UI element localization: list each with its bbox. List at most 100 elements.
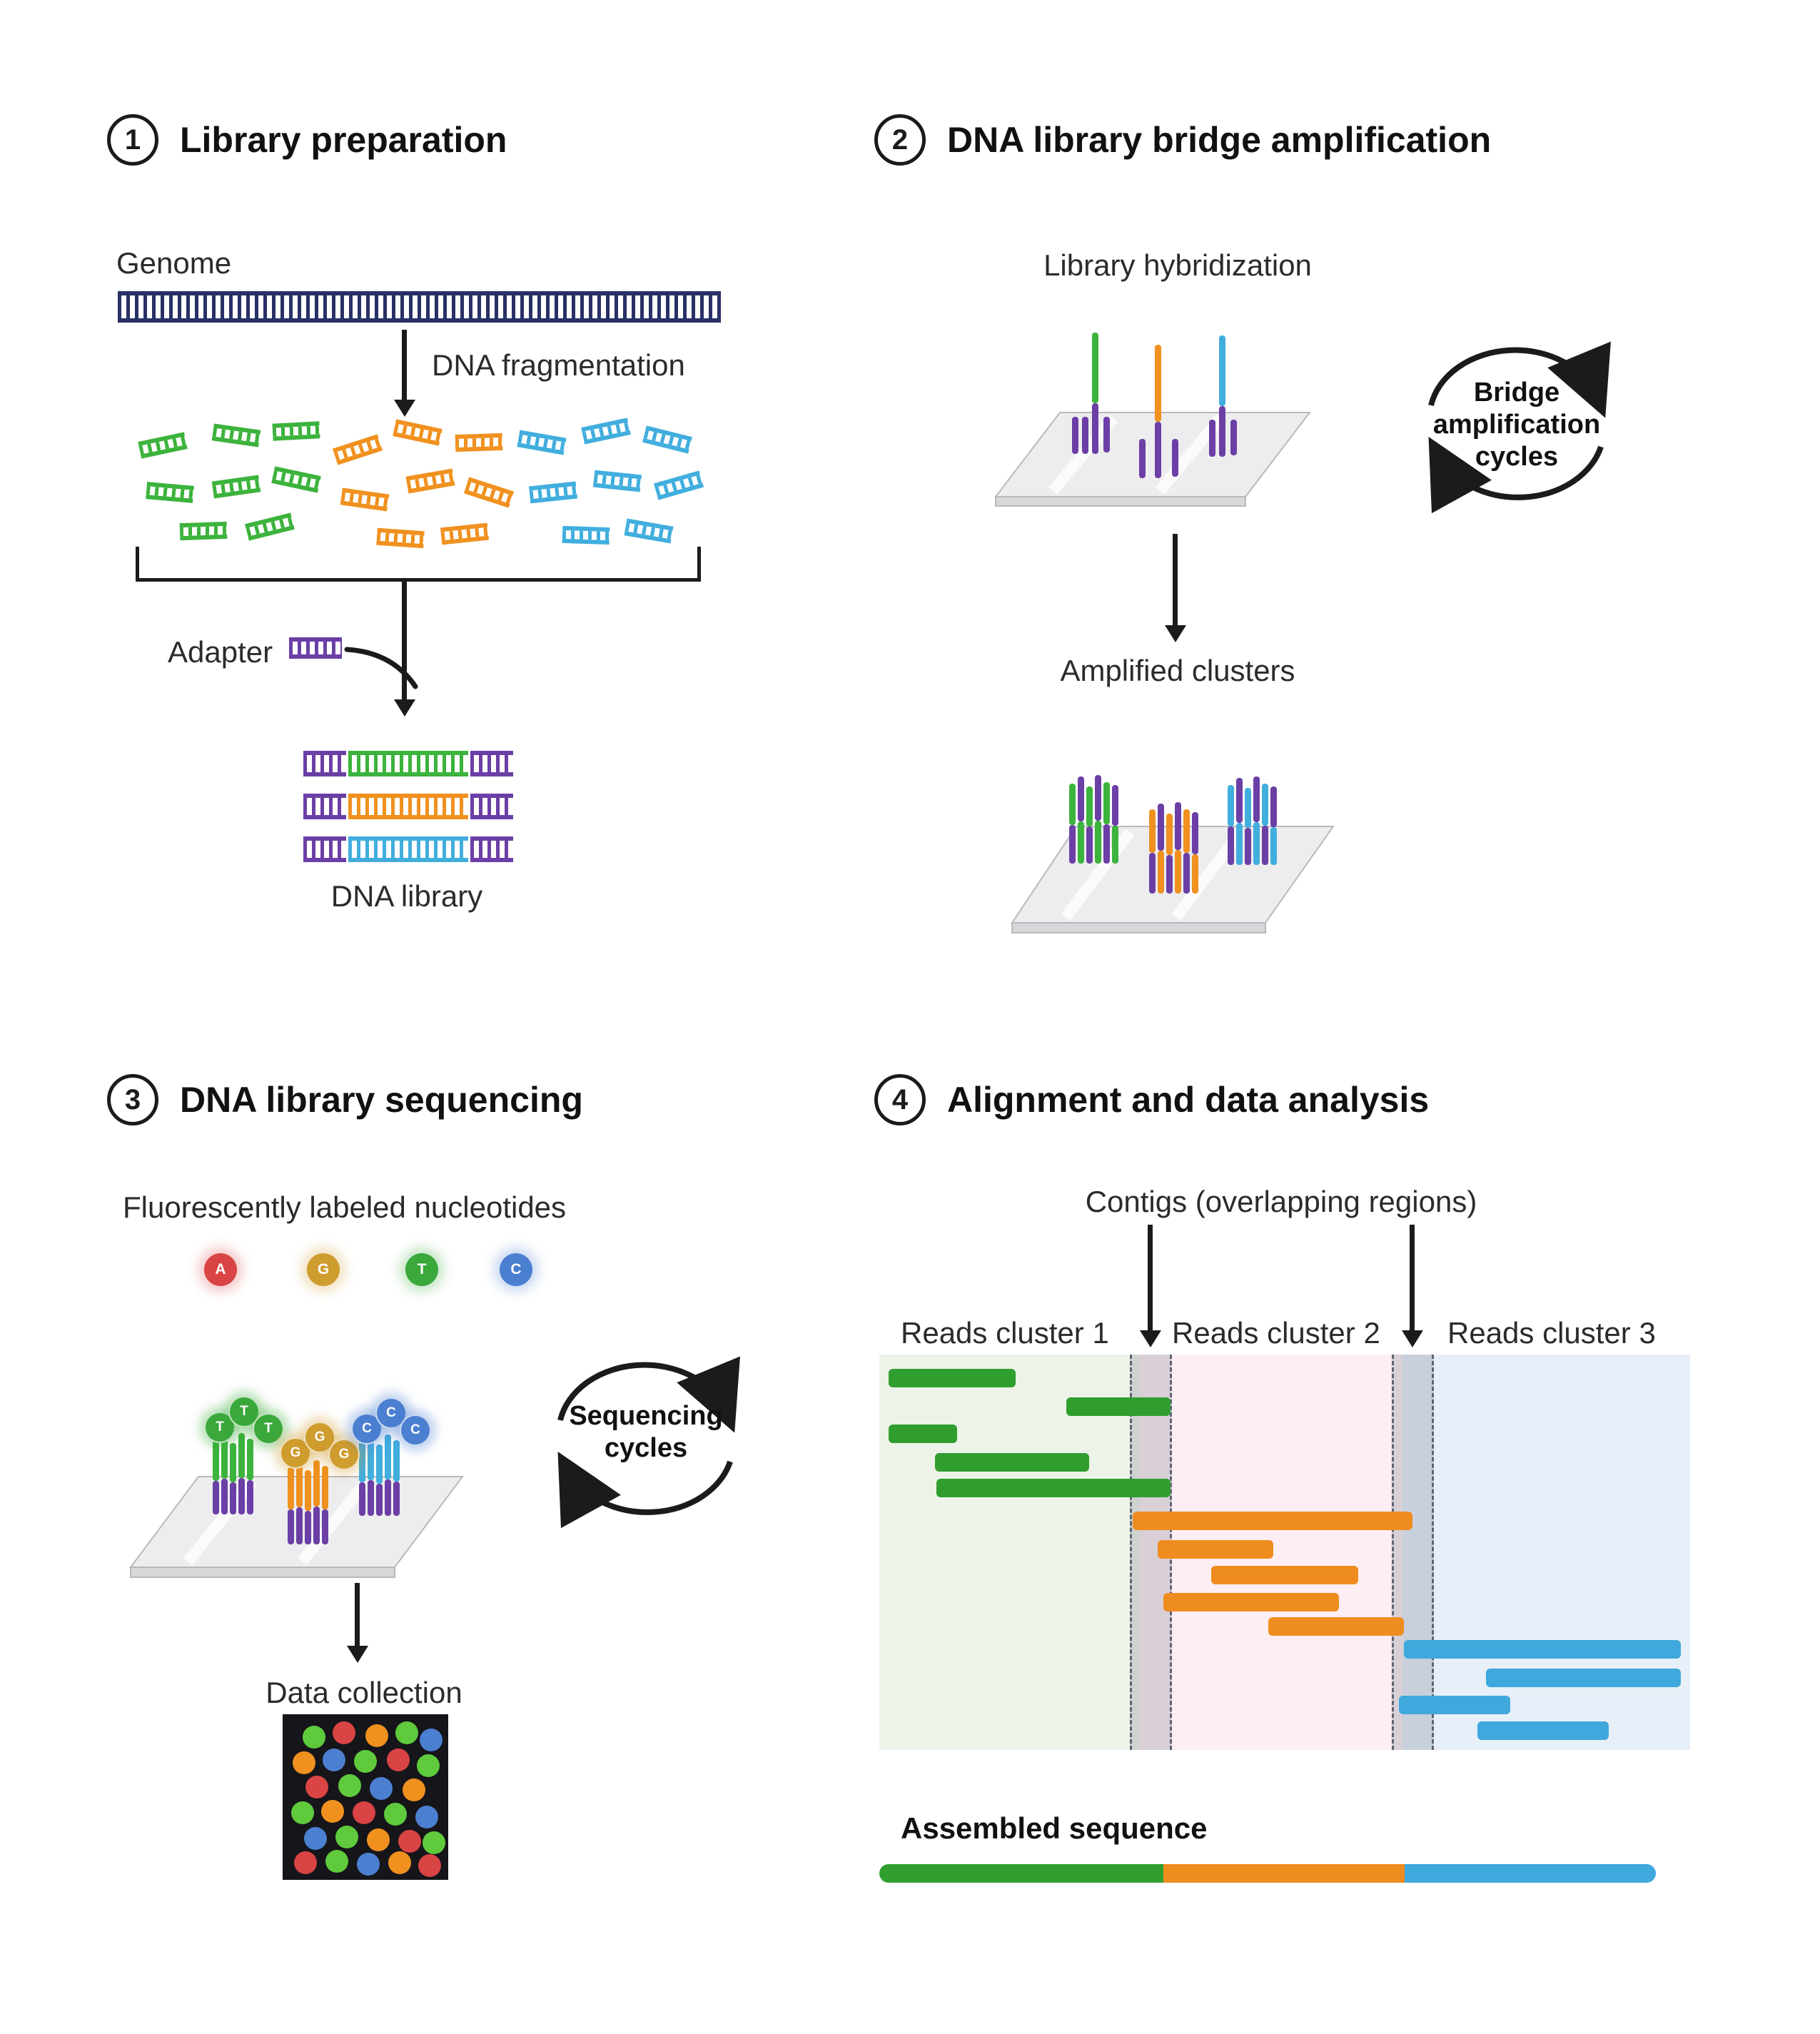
fluorescence-dot xyxy=(333,1721,355,1744)
alignment-plot xyxy=(879,1355,1690,1750)
cluster-region-1 xyxy=(879,1355,1138,1750)
fluorescence-dot xyxy=(423,1831,445,1854)
dna-fragment xyxy=(179,521,228,541)
read-bar xyxy=(1163,1593,1339,1611)
fluorescence-dot xyxy=(294,1851,317,1874)
adapter-segment xyxy=(470,836,513,862)
fluorescence-dot xyxy=(370,1777,393,1800)
fluorescence-dot xyxy=(323,1749,345,1771)
assembled-segment xyxy=(1405,1864,1656,1883)
fluorescence-dot xyxy=(417,1754,440,1777)
fluorescence-dot xyxy=(388,1851,411,1874)
read-bar xyxy=(889,1425,957,1443)
fluorescence-dot xyxy=(418,1854,441,1877)
read-bar xyxy=(1133,1512,1412,1530)
contigs-label: Contigs (overlapping regions) xyxy=(1085,1185,1477,1218)
read-bar xyxy=(1486,1669,1681,1687)
assembled-segment xyxy=(1163,1864,1405,1883)
dna-fragment xyxy=(653,470,704,500)
dna-fragment xyxy=(405,468,455,494)
flow-cell-hybridization xyxy=(994,333,1312,507)
dna-fragment xyxy=(393,419,443,446)
fluorescence-dot xyxy=(321,1800,344,1823)
sequencing-cycle-arrows-icon xyxy=(557,1356,740,1529)
fluorescence-dot xyxy=(398,1830,421,1853)
fluorescence-dot xyxy=(420,1729,443,1751)
flow-cell-amplified-clusters xyxy=(1011,775,1335,933)
panel4-title: Alignment and data analysis xyxy=(947,1080,1430,1120)
insert-segment xyxy=(348,794,468,819)
read-bar xyxy=(936,1479,1171,1497)
dna-fragment xyxy=(332,434,383,465)
dna-library-bar xyxy=(303,751,513,776)
dna-fragment xyxy=(528,481,578,504)
read-bar xyxy=(1211,1566,1358,1584)
adapter-segment xyxy=(470,794,513,819)
adapter-label: Adapter xyxy=(168,635,273,669)
adapter-segment xyxy=(470,751,513,776)
read-bar xyxy=(935,1453,1089,1472)
assembled-sequence-label: Assembled sequence xyxy=(901,1811,1208,1845)
incorporated-c-icon: C xyxy=(400,1415,431,1446)
fluorescence-dot xyxy=(304,1827,327,1850)
panel2-title: DNA library bridge amplification xyxy=(947,120,1492,160)
dna-fragment xyxy=(146,482,194,503)
dna-fragment xyxy=(272,421,320,441)
panel1-header: 1 Library preparation xyxy=(107,114,507,166)
incorporated-g-icon: G xyxy=(328,1439,360,1470)
read-bar xyxy=(1158,1540,1273,1559)
genome-dna-bar xyxy=(118,291,721,323)
collect-bracket xyxy=(136,547,701,582)
dna-fragment xyxy=(455,432,503,452)
nucleotide-c-icon: C xyxy=(500,1253,532,1286)
reads-cluster3-label: Reads cluster 3 xyxy=(1447,1316,1656,1350)
nucleotide-g-icon: G xyxy=(307,1253,340,1286)
assembled-segment xyxy=(879,1864,1163,1883)
insert-segment xyxy=(348,836,468,862)
panel3-title: DNA library sequencing xyxy=(180,1080,583,1120)
dna-fragment xyxy=(440,522,490,545)
dna-library-bar xyxy=(303,836,513,862)
adapter-icon xyxy=(289,637,342,659)
fluorescence-dot xyxy=(384,1803,407,1826)
read-bar xyxy=(1404,1640,1681,1659)
sequencing-cycles-label: Sequencing cycles xyxy=(569,1401,723,1463)
adapter-connector-curve xyxy=(344,647,418,689)
fluorescence-dot xyxy=(403,1779,425,1801)
fluorescence-dot xyxy=(415,1806,438,1828)
fragmentation-arrow xyxy=(402,330,407,401)
dna-fragment xyxy=(581,418,631,445)
fluorescence-dot xyxy=(387,1749,410,1771)
contig-arrow-right xyxy=(1410,1225,1415,1332)
fragmentation-label: DNA fragmentation xyxy=(432,348,685,382)
bridge-cycle-arrows-icon xyxy=(1428,341,1611,514)
cluster-region-3 xyxy=(1402,1355,1690,1750)
assembled-sequence-bar xyxy=(879,1864,1690,1883)
data-collection-label: Data collection xyxy=(266,1676,462,1709)
read-bar xyxy=(1268,1617,1404,1636)
dna-fragment xyxy=(642,425,692,454)
read-bar xyxy=(1066,1397,1171,1416)
dna-fragment xyxy=(271,466,321,493)
panel1-title: Library preparation xyxy=(180,120,507,160)
data-collection-image xyxy=(283,1714,448,1880)
dna-fragment xyxy=(340,487,390,512)
data-collection-arrow xyxy=(355,1583,360,1647)
dna-fragment xyxy=(624,518,674,544)
fluorescence-dot xyxy=(305,1776,328,1798)
read-bar xyxy=(1477,1721,1609,1740)
incorporated-t-icon: T xyxy=(204,1412,236,1443)
fluorescence-dot xyxy=(367,1828,390,1851)
fluorescence-dot xyxy=(335,1826,358,1848)
dna-fragment xyxy=(517,430,567,455)
dna-fragment xyxy=(211,423,261,447)
dna-fragment xyxy=(376,527,425,549)
fluorescence-dot xyxy=(395,1721,418,1744)
fluorescence-dot xyxy=(365,1724,388,1747)
panel3-header: 3 DNA library sequencing xyxy=(107,1074,583,1125)
bridge-cycles-label: Bridge amplification cycles xyxy=(1432,378,1601,472)
incorporated-c-icon: C xyxy=(375,1397,407,1429)
step-number-2: 2 xyxy=(874,114,926,166)
fluorescence-dot xyxy=(354,1750,377,1773)
step-number-1: 1 xyxy=(107,114,158,166)
